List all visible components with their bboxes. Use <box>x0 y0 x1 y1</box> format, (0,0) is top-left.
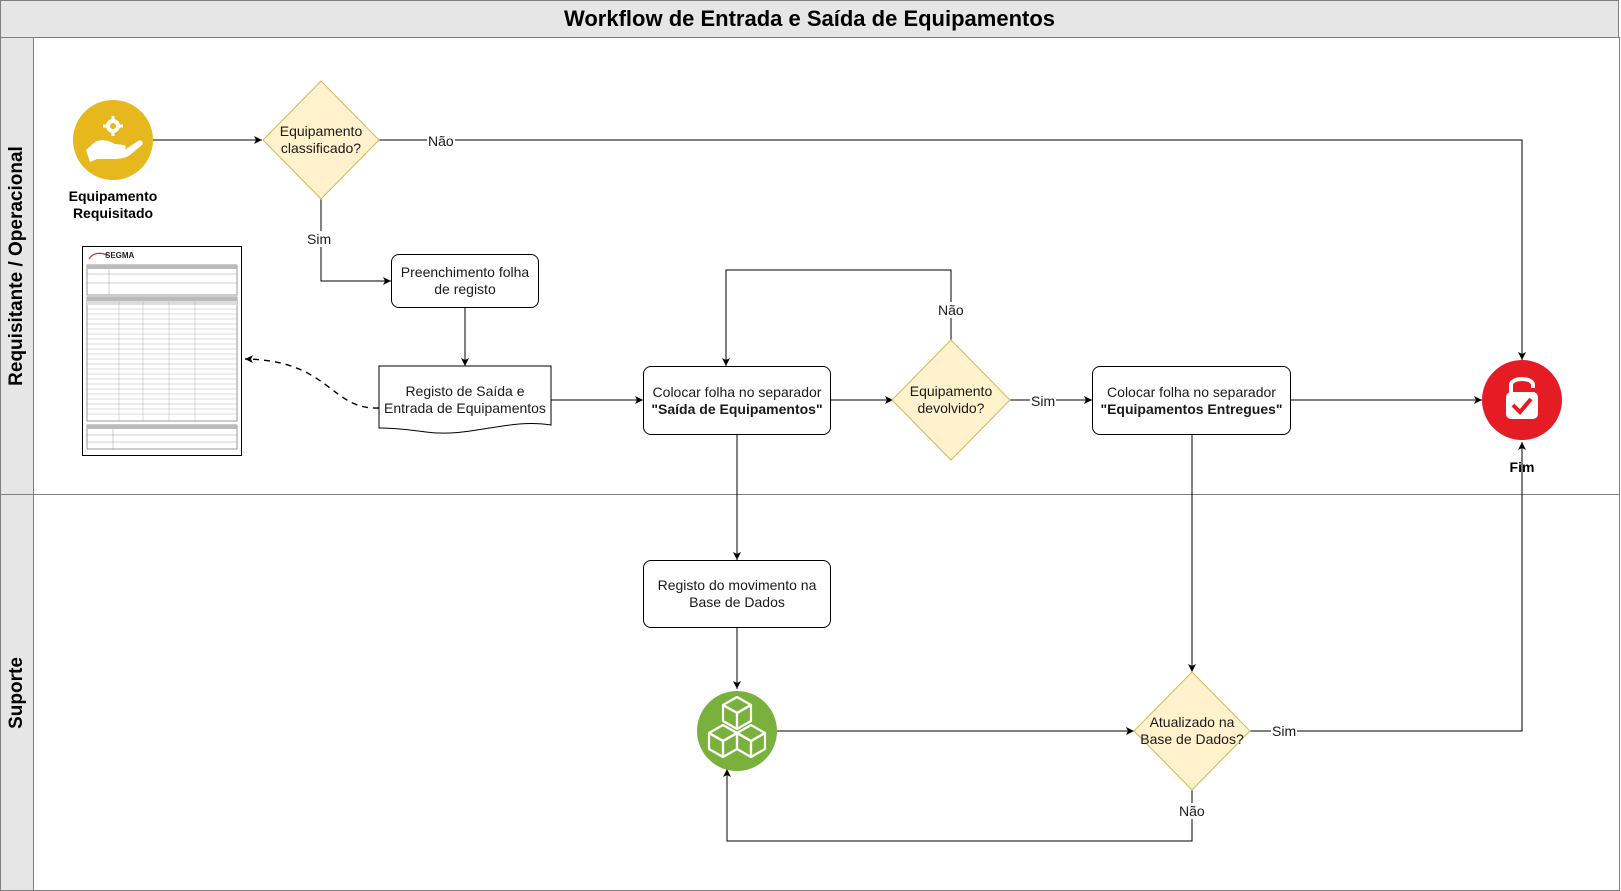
task-place-delivered-line1: Colocar folha no separador <box>1107 383 1276 400</box>
edge-label-updated-yes: Sim <box>1271 723 1298 739</box>
edge-register-to-form <box>244 355 380 409</box>
decision-updated-line2: Base de Dados? <box>1140 731 1244 747</box>
edge-classified-yes <box>320 198 391 285</box>
edge-classified-no <box>378 139 1526 360</box>
decision-updated-line1: Atualizado na <box>1149 714 1235 730</box>
end-event-label: Fim <box>1509 459 1535 475</box>
task-place-delivered-line2: "Equipamentos Entregues" <box>1100 400 1283 417</box>
edge-label-classified-no: Não <box>427 133 455 149</box>
form-thumbnail: SEGMA <box>82 246 242 456</box>
task-place-delivered: Colocar folha no separador"Equipamentos … <box>1092 366 1291 435</box>
edge-label-classified-yes: Sim <box>306 231 333 247</box>
document-register-line2: Entrada de Equipamentos <box>384 400 546 416</box>
edge-label-returned-no: Não <box>937 302 965 318</box>
task-fill-form-line2: de registo <box>434 281 496 297</box>
lock-check-icon <box>1506 377 1538 419</box>
document-shape-register <box>378 365 552 434</box>
task-db-record-line1: Registo do movimento na <box>657 577 817 593</box>
start-event-label: Equipamento Requisitado <box>58 188 168 222</box>
document-register-line1: Registo de Saída e <box>405 383 525 399</box>
decision-classified-line1: Equipamento <box>279 123 363 139</box>
task-place-out-line2: "Saída de Equipamentos" <box>651 400 823 417</box>
edge-returned-no <box>722 269 952 366</box>
hand-gear-icon <box>86 116 143 162</box>
form-thumbnail-graphic <box>86 252 238 450</box>
lane-header-suporte: Suporte <box>0 494 34 891</box>
start-event-circle <box>73 100 153 180</box>
edge-updated-no <box>723 769 1193 842</box>
task-fill-form-line1: Preenchimento folha <box>400 264 530 280</box>
decision-returned-shape <box>891 339 1011 461</box>
database-circle <box>697 691 777 771</box>
form-thumbnail-logo: SEGMA <box>105 251 135 260</box>
decision-returned-line2: devolvido? <box>917 400 985 416</box>
decision-updated-shape <box>1133 671 1251 791</box>
task-place-out: Colocar folha no separador"Saída de Equi… <box>643 366 831 435</box>
diagram-title: Workflow de Entrada e Saída de Equipamen… <box>0 0 1619 38</box>
start-label-line2: Requisitado <box>72 205 154 221</box>
task-db-record-line2: Base de Dados <box>689 594 785 610</box>
start-label-line1: Equipamento <box>68 188 158 204</box>
task-place-out-line1: Colocar folha no separador <box>652 383 822 400</box>
decision-classified-shape <box>262 80 380 200</box>
cubes-icon <box>707 695 767 759</box>
decision-returned-line1: Equipamento <box>909 383 993 399</box>
decision-classified-line2: classificado? <box>280 140 362 156</box>
edge-label-updated-no: Não <box>1178 803 1206 819</box>
edge-updated-yes <box>1250 442 1526 732</box>
edge-label-returned-yes: Sim <box>1030 393 1057 409</box>
